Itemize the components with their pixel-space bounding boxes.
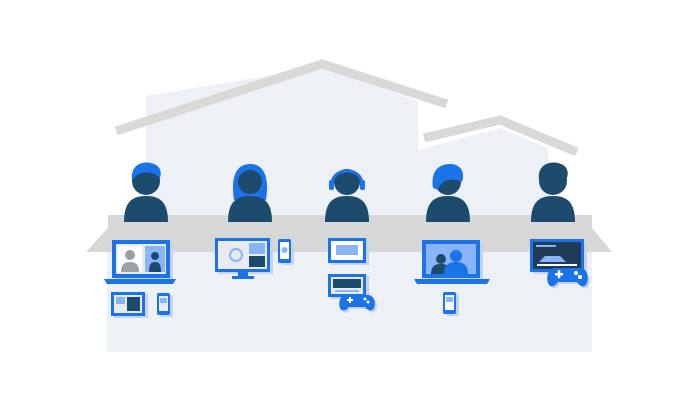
device-group-2 xyxy=(215,238,294,279)
person-head xyxy=(238,170,262,194)
person-1 xyxy=(124,162,168,222)
left-roof xyxy=(114,59,449,136)
person-body xyxy=(124,196,168,222)
device-group-5 xyxy=(530,239,590,289)
tablet-icon xyxy=(328,238,369,265)
streaming-tv-icon xyxy=(530,239,587,274)
person-body xyxy=(325,196,369,222)
person-body xyxy=(426,196,470,222)
photo-laptop-icon xyxy=(414,240,490,284)
monitor-icon xyxy=(215,238,273,279)
phone-icon xyxy=(157,293,173,317)
phone-icon xyxy=(278,239,294,265)
right-roof xyxy=(422,115,579,157)
person-hair-icon xyxy=(131,162,161,180)
person-body xyxy=(228,196,272,222)
phone-icon xyxy=(443,292,459,316)
tablet-icon xyxy=(111,292,148,318)
person-head xyxy=(334,169,360,195)
game-controller-icon xyxy=(547,268,590,289)
person-3 xyxy=(325,169,369,222)
person-2 xyxy=(228,164,272,222)
game-controller-icon xyxy=(339,295,377,313)
person-hair-icon xyxy=(432,164,464,190)
person-4 xyxy=(426,164,470,222)
person-hair-icon xyxy=(538,162,568,180)
people-row xyxy=(124,162,575,222)
device-group-3 xyxy=(328,238,377,313)
video-call-laptop-icon xyxy=(104,240,176,284)
headphone-cup xyxy=(360,180,365,190)
device-group-4 xyxy=(414,240,490,316)
person-body xyxy=(531,196,575,222)
tv-icon xyxy=(328,274,369,299)
person-5 xyxy=(531,162,575,222)
device-group-1 xyxy=(104,240,176,318)
headphone-cup xyxy=(329,180,334,190)
